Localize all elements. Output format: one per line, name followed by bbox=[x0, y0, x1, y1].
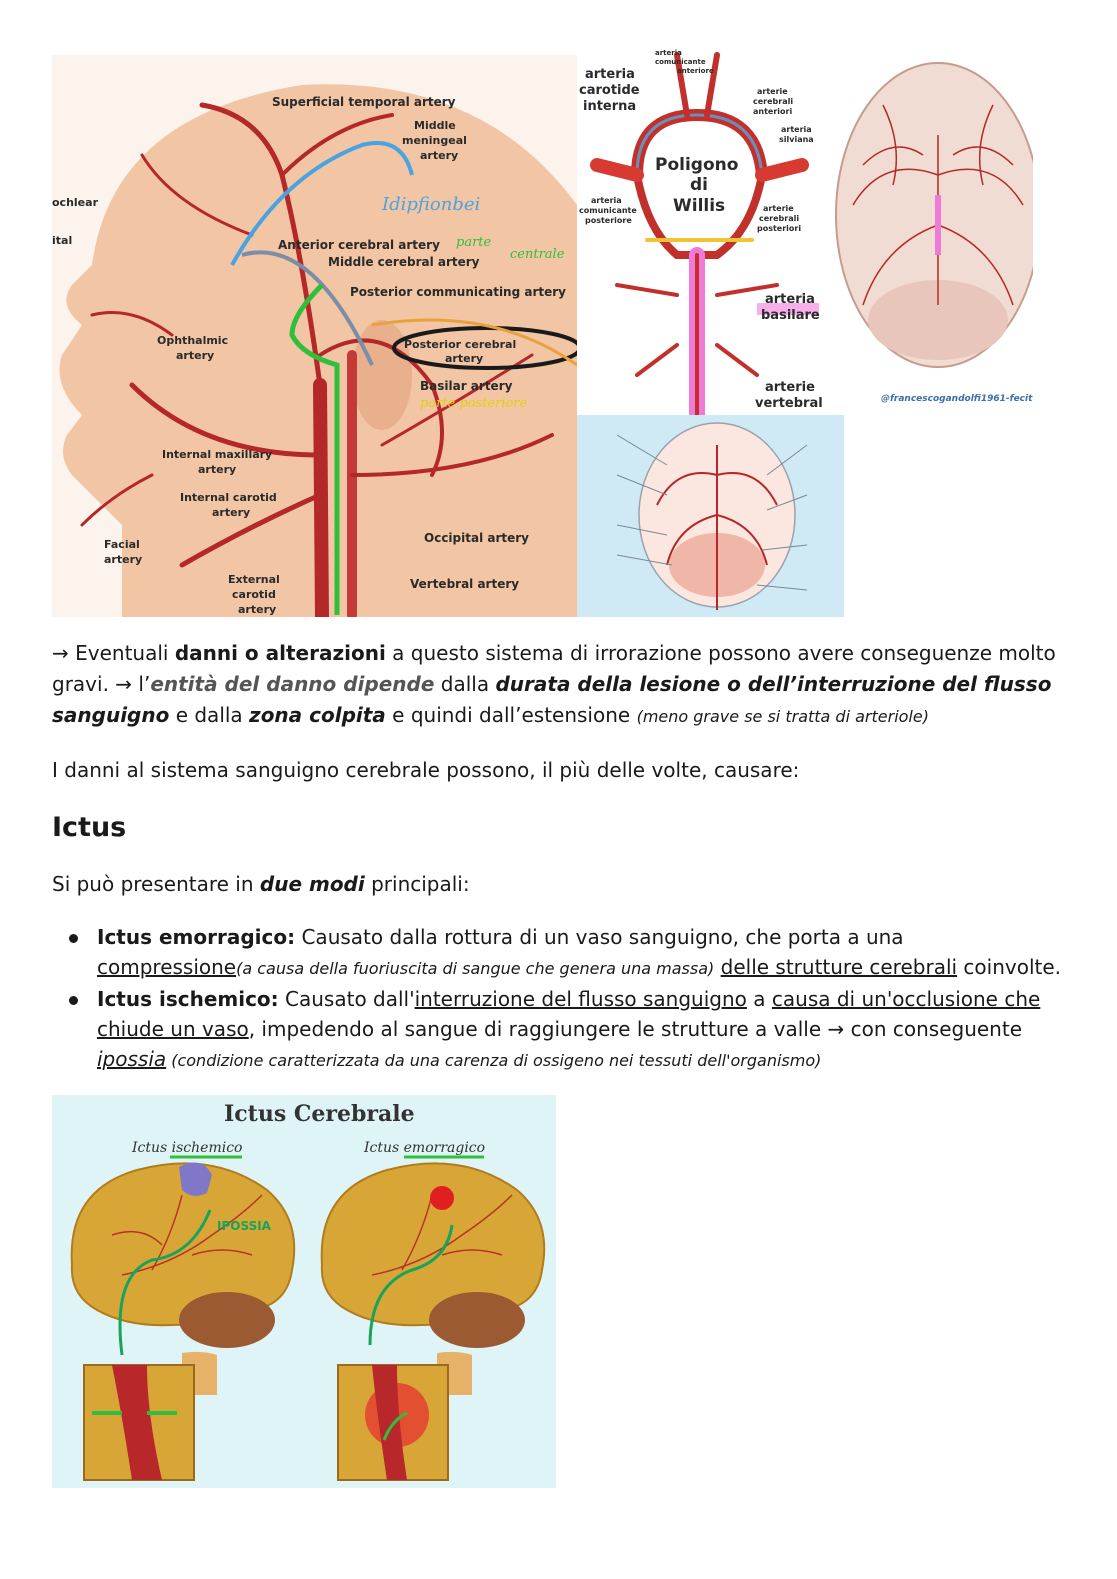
label-poligono-di-willis: Poligono bbox=[655, 155, 738, 175]
svg-text:artery: artery bbox=[198, 463, 236, 476]
svg-text:silviana: silviana bbox=[779, 135, 814, 144]
svg-text:arteria: arteria bbox=[591, 196, 622, 205]
ictus-cerebrale-figure: Ictus Cerebrale Ictus ischemico Ictus em… bbox=[52, 1095, 556, 1488]
figure-title: Ictus Cerebrale bbox=[224, 1101, 415, 1127]
label-posterior-cerebral: Posterior cerebral bbox=[404, 338, 516, 351]
svg-text:ochlear: ochlear bbox=[52, 196, 99, 209]
brain-blue-diagram bbox=[577, 415, 844, 617]
label-basilar: Basilar artery bbox=[420, 379, 513, 393]
label-external-carotid: External bbox=[228, 573, 280, 586]
svg-text:artery: artery bbox=[212, 506, 250, 519]
handwritten-green-note: parte bbox=[456, 235, 492, 250]
svg-text:arterie: arterie bbox=[757, 87, 788, 96]
label-arterie-vertebrali: vertebrali bbox=[755, 396, 823, 411]
label-vertebral: Vertebral artery bbox=[410, 577, 519, 591]
svg-text:Willis: Willis bbox=[673, 196, 725, 216]
handwritten-blue-note: Idipfionbei bbox=[381, 194, 480, 215]
handwritten-ipossia: IPOSSIA bbox=[217, 1219, 272, 1233]
svg-text:anteriori: anteriori bbox=[753, 107, 792, 116]
svg-text:artery: artery bbox=[420, 149, 458, 162]
head-silhouette bbox=[59, 84, 577, 617]
label-ophthalmic: Ophthalmic bbox=[157, 334, 228, 347]
image-credit: @francescogandolfi1961-fecit bbox=[881, 394, 1033, 404]
label-middle-cerebral: Middle cerebral artery bbox=[328, 255, 480, 269]
label-superficial-temporal: Superficial temporal artery bbox=[272, 95, 456, 109]
brain-base-figure: @francescogandolfi1961-fecit bbox=[823, 45, 1033, 415]
svg-text:meningeal: meningeal bbox=[402, 134, 467, 147]
svg-text:arteria: arteria bbox=[655, 49, 682, 57]
svg-text:arterie: arterie bbox=[763, 204, 794, 213]
svg-text:artery: artery bbox=[238, 603, 276, 616]
carotid-artery bbox=[313, 378, 329, 617]
svg-text:arteria: arteria bbox=[781, 125, 812, 134]
svg-text:ital: ital bbox=[52, 234, 72, 247]
svg-text:artery: artery bbox=[176, 349, 214, 362]
ischemic-brain: IPOSSIA bbox=[70, 1162, 296, 1395]
black-ellipse-annotation bbox=[392, 326, 577, 370]
label-arteria-basilare: basilare bbox=[761, 308, 820, 323]
paragraph-causare: I danni al sistema sanguigno cerebrale p… bbox=[52, 758, 800, 782]
green-highlight-path bbox=[289, 283, 340, 615]
svg-text:comunicante: comunicante bbox=[579, 206, 637, 215]
willis-circle-figure: arteria carotide interna arteria comunic… bbox=[577, 45, 823, 415]
svg-text:arteria: arteria bbox=[585, 67, 635, 82]
head-arteries-figure: Superficial temporal artery Middle menin… bbox=[52, 55, 577, 617]
svg-text:arterie: arterie bbox=[765, 380, 815, 395]
label-ictus-emorragico: Ictus emorragico bbox=[363, 1140, 485, 1156]
list-item-ictus-emorragico: Ictus emorragico: Causato dalla rottura … bbox=[52, 922, 1062, 984]
svg-text:arteria: arteria bbox=[765, 292, 815, 307]
label-posterior-communicating: Posterior communicating artery bbox=[350, 285, 566, 299]
svg-text:centrale: centrale bbox=[510, 247, 565, 262]
label-anterior-cerebral: Anterior cerebral artery bbox=[278, 238, 440, 252]
label-ictus-ischemico: Ictus ischemico bbox=[131, 1140, 242, 1156]
label-internal-carotid: Internal carotid bbox=[180, 491, 277, 504]
paragraph-danni: → Eventuali danni o alterazioni a questo… bbox=[52, 641, 1056, 727]
svg-text:comunicante: comunicante bbox=[655, 58, 706, 66]
paragraph-due-modi: Si può presentare in due modi principali… bbox=[52, 872, 470, 896]
svg-text:di: di bbox=[690, 175, 708, 195]
hemorrhagic-brain bbox=[320, 1162, 546, 1395]
list-item-ictus-ischemico: Ictus ischemico: Causato dall'interruzio… bbox=[52, 984, 1062, 1076]
ear-shape bbox=[352, 320, 412, 430]
heading-ictus: Ictus bbox=[52, 812, 127, 843]
svg-text:carotid: carotid bbox=[232, 588, 276, 601]
handwritten-yellow-note: parte posteriore bbox=[420, 396, 527, 411]
svg-text:artery: artery bbox=[104, 553, 142, 566]
label-occipital: Occipital artery bbox=[424, 531, 529, 545]
svg-text:anteriore: anteriore bbox=[677, 67, 714, 75]
svg-text:cerebrali: cerebrali bbox=[759, 214, 799, 223]
svg-text:artery: artery bbox=[445, 352, 483, 365]
svg-text:Middle: Middle bbox=[414, 119, 456, 132]
svg-text:carotide: carotide bbox=[579, 83, 640, 98]
label-carotide-interna: interna bbox=[583, 99, 636, 114]
ictus-types-list: Ictus emorragico: Causato dalla rottura … bbox=[52, 922, 1062, 1076]
label-internal-maxillary: Internal maxillary bbox=[162, 448, 272, 461]
svg-text:posteriore: posteriore bbox=[585, 216, 632, 225]
svg-text:posteriori: posteriori bbox=[757, 224, 801, 233]
svg-text:cerebrali: cerebrali bbox=[753, 97, 793, 106]
label-facial: Facial bbox=[104, 538, 140, 551]
